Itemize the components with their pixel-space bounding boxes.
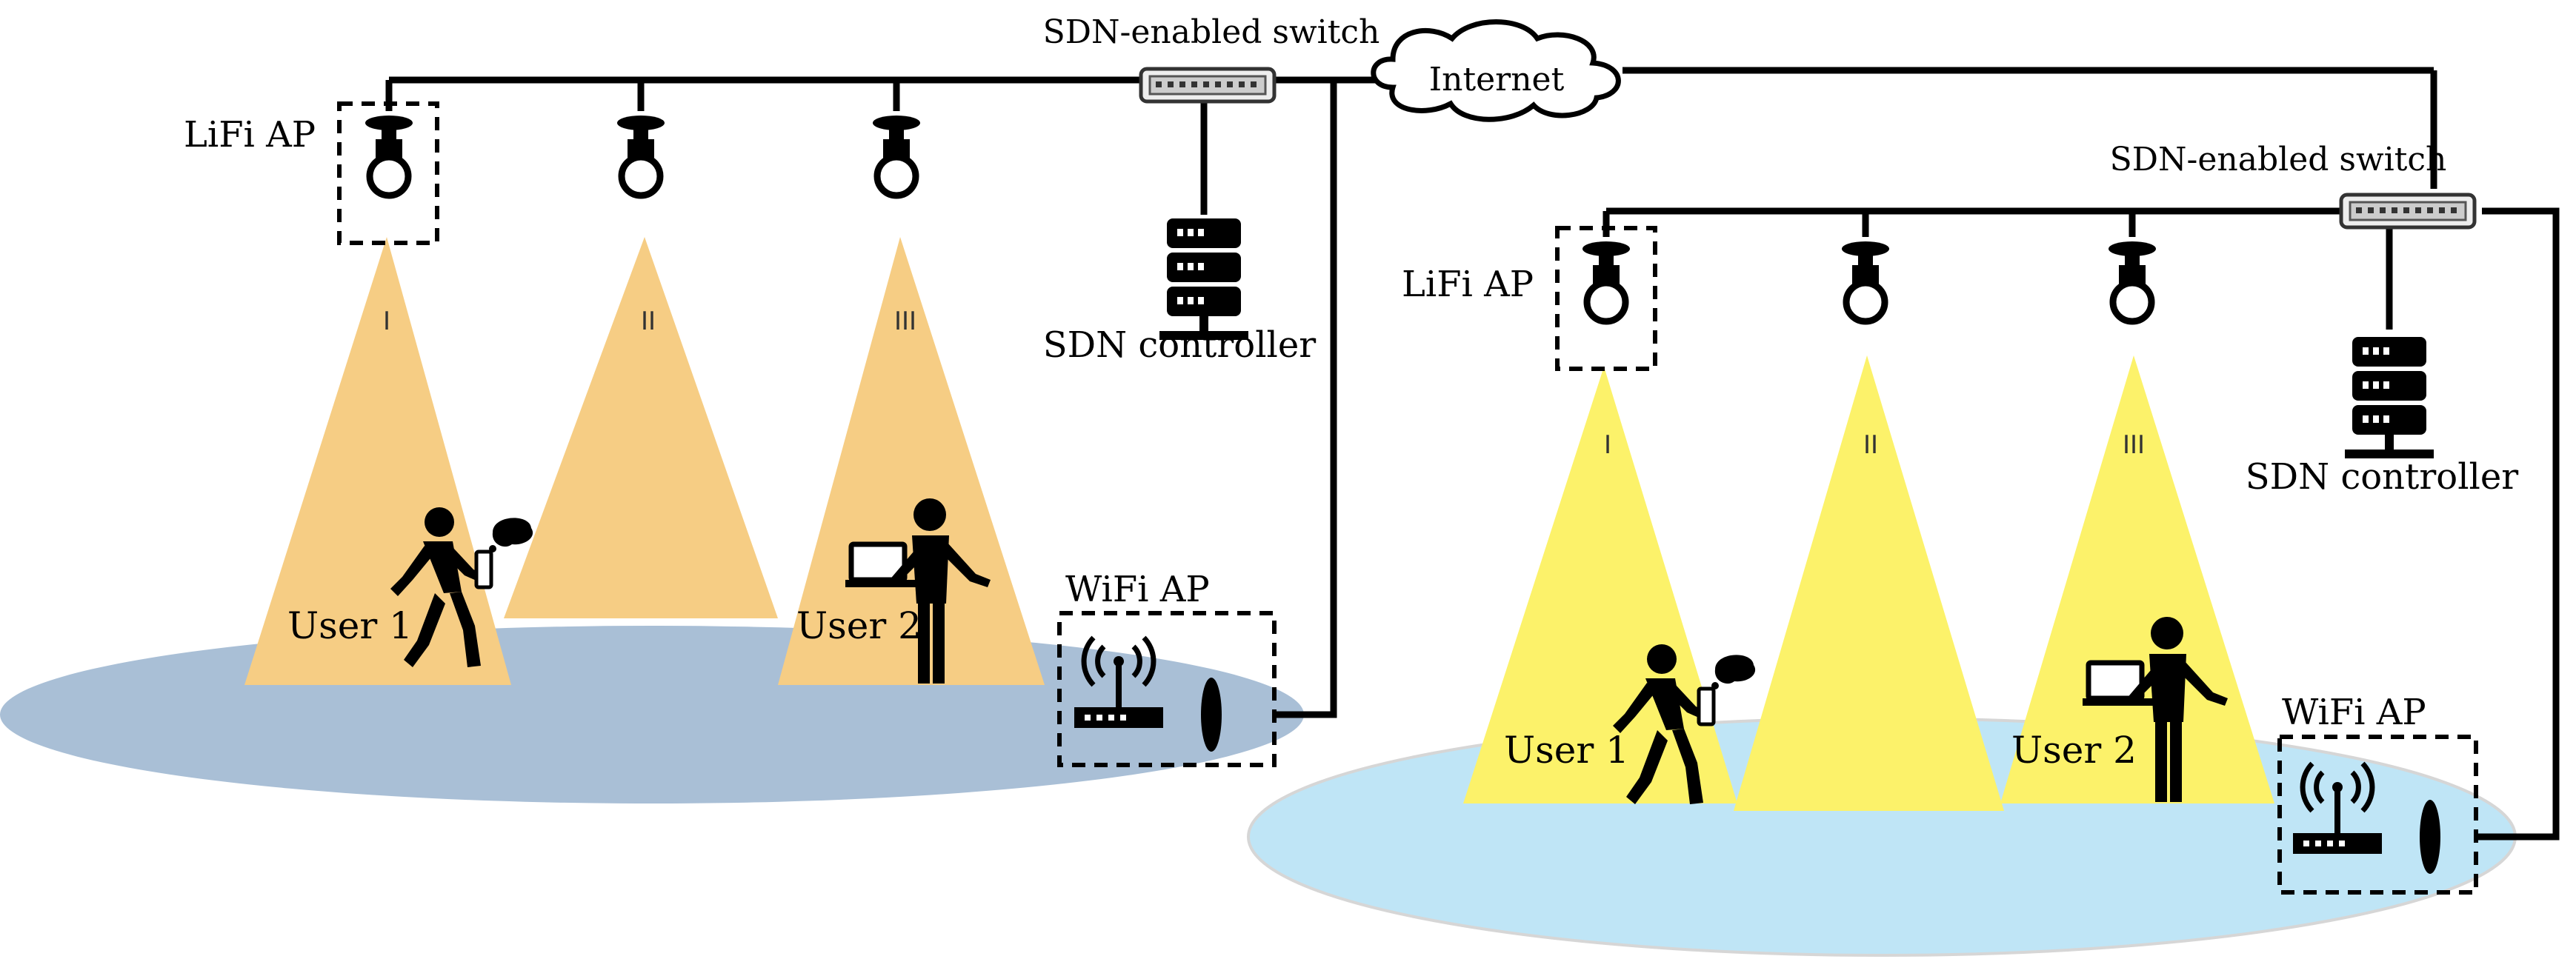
right-beam-i-label: I xyxy=(1604,430,1611,460)
right-lifi-ap-box xyxy=(1555,226,1657,371)
internet-label: Internet xyxy=(1429,61,1565,98)
right-sdn-controller-icon xyxy=(2345,337,2434,458)
left-lifi-bulb-iii-icon xyxy=(873,116,920,196)
right-sdn-switch-icon xyxy=(2341,195,2475,227)
right-beam-iii-label: III xyxy=(2123,430,2145,460)
left-sdn-controller-icon xyxy=(1159,218,1248,340)
left-lifi-label: LiFi AP xyxy=(184,114,316,156)
right-network: SDN-enabled switch SDN controller LiFi A… xyxy=(1247,141,2560,957)
left-user1-label: User 1 xyxy=(287,604,413,647)
left-network: SDN-enabled switch SDN controller LiFi A… xyxy=(0,13,1379,803)
right-controller-label: SDN controller xyxy=(2246,456,2519,498)
right-wifi-ap-box xyxy=(2277,735,2478,895)
left-user2-label: User 2 xyxy=(796,604,922,647)
left-lifi-ap-box xyxy=(337,101,439,245)
left-beam-iii-label: III xyxy=(894,307,916,336)
right-lifi-bulb-ii-icon xyxy=(1842,241,1889,321)
right-lifi-bulb-iii-icon xyxy=(2109,241,2156,321)
right-beam-ii-label: II xyxy=(1863,430,1878,460)
left-wifi-cable xyxy=(1274,80,1337,718)
left-beam-iii xyxy=(778,237,1045,685)
right-lifi-bulb-i-icon xyxy=(1582,241,1630,321)
left-beam-ii-label: II xyxy=(641,307,656,336)
left-beam-ii xyxy=(504,237,778,618)
right-beam-ii xyxy=(1734,355,2004,811)
left-beam-i-label: I xyxy=(383,307,390,336)
right-user1-label: User 1 xyxy=(1504,729,1629,772)
left-wifi-label: WiFi AP xyxy=(1065,569,1210,610)
left-lifi-bulb-ii-icon xyxy=(617,116,665,196)
right-wifi-cable xyxy=(2478,207,2560,841)
left-wifi-antenna-icon xyxy=(1201,678,1222,752)
left-sdn-switch-icon xyxy=(1141,69,1274,101)
right-wifi-antenna-icon xyxy=(2420,800,2440,874)
left-lifi-bulb-i-icon xyxy=(365,116,413,196)
internet-cloud-icon xyxy=(1371,19,1621,122)
left-controller-label: SDN controller xyxy=(1043,324,1317,366)
right-wifi-label: WiFi AP xyxy=(2282,692,2426,733)
right-lifi-label: LiFi AP xyxy=(1402,264,1534,305)
internet: Internet xyxy=(1334,19,2437,189)
right-switch-label: SDN-enabled switch xyxy=(2110,141,2447,178)
left-wifi-ap-box xyxy=(1057,611,1277,767)
left-switch-label: SDN-enabled switch xyxy=(1043,13,1380,51)
right-user2-label: User 2 xyxy=(2011,729,2137,772)
